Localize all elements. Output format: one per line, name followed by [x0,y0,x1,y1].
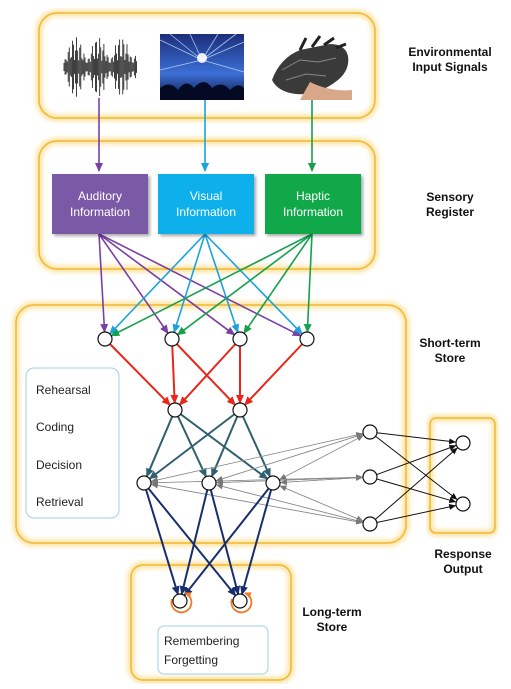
output-node [455,435,471,451]
output-connection [369,431,457,445]
input-node [232,331,248,347]
haptic-to-node [110,233,313,337]
haptic-to-node [176,233,313,336]
auditory-to-node [98,233,236,336]
visual-information-box: Visual Information [158,174,254,234]
auditory-information-box: Auditory Information [52,174,148,234]
red-connection [104,338,171,406]
memory-node [172,593,188,609]
input-node [97,331,113,347]
teal-connection [239,409,272,478]
process-retrieval: Retrieval [36,495,84,509]
gray-backward-connection [279,476,371,486]
memory-process-box [157,625,269,675]
auditory-to-node [98,233,109,334]
frames [12,9,499,684]
process-list-box [25,367,120,519]
navy-connection [143,482,180,596]
gray-backward-connection [279,431,371,481]
right-node [362,424,378,440]
auditory-to-node [98,233,169,335]
red-connection [170,338,179,405]
right-node [362,516,378,532]
input-node [164,331,180,347]
visual-to-node [204,233,240,334]
decision-node [265,475,281,491]
memory-forgetting: Forgetting [164,653,219,667]
process-rehearsal: Rehearsal [36,383,91,397]
gray-backward-connection [215,431,371,482]
haptic-glove-image [267,34,352,100]
sensory-label: Sensory Register [425,190,475,219]
process-coding: Coding [36,420,75,434]
navy-connection [143,482,237,597]
gray-backward-connection [279,485,371,525]
teal-connection [148,409,241,480]
teal-connection [145,409,176,478]
response-frame [426,414,499,537]
gray-backward-connection [150,431,371,483]
visual-scene-image [159,33,245,100]
red-connection [178,338,241,406]
input-node [299,331,315,347]
haptic-to-node [303,233,313,334]
teal-connection [210,409,241,478]
output-connection [369,444,457,478]
memory-node [232,593,248,609]
connections [95,98,459,614]
gray-backward-connection [150,482,371,525]
self-loop-arrow [170,592,193,614]
memory-remembering: Remembering [164,634,240,648]
short-term-label: Short-term Store [419,336,481,365]
gray-backward-connection [215,483,371,525]
self-loop-arrow [230,592,253,614]
environmental-label: Environmental Input Signals [408,45,492,74]
output-connection [369,504,457,525]
audio-waveform-image [61,36,138,98]
navy-connection [179,482,210,596]
haptic-information-box: Haptic Information [265,174,361,234]
process-decision: Decision [36,458,83,472]
red-connection [171,338,236,406]
visual-to-node [109,233,206,335]
haptic-to-node [243,233,313,335]
teal-connection [174,409,269,480]
navy-connection [240,482,274,596]
long-term-label: Long-term Store [302,605,362,634]
network-nodes [97,331,471,609]
output-connection [369,447,459,525]
navy-connection [208,482,241,596]
gray-backward-connection [150,476,371,486]
teal-connection [174,409,207,478]
output-node [455,496,471,512]
decision-node [136,475,152,491]
output-connection [369,476,457,503]
auditory-to-node [98,233,302,337]
hidden-node [232,402,248,418]
hidden-node [167,402,183,418]
output-connection [369,431,458,501]
visual-to-node [172,233,206,334]
red-connection [244,338,308,406]
visual-to-node [204,233,303,335]
decision-node [201,475,217,491]
response-label: Response Output [434,547,492,576]
gray-backward-connection [215,476,371,486]
navy-connection [183,482,274,597]
right-node [362,469,378,485]
